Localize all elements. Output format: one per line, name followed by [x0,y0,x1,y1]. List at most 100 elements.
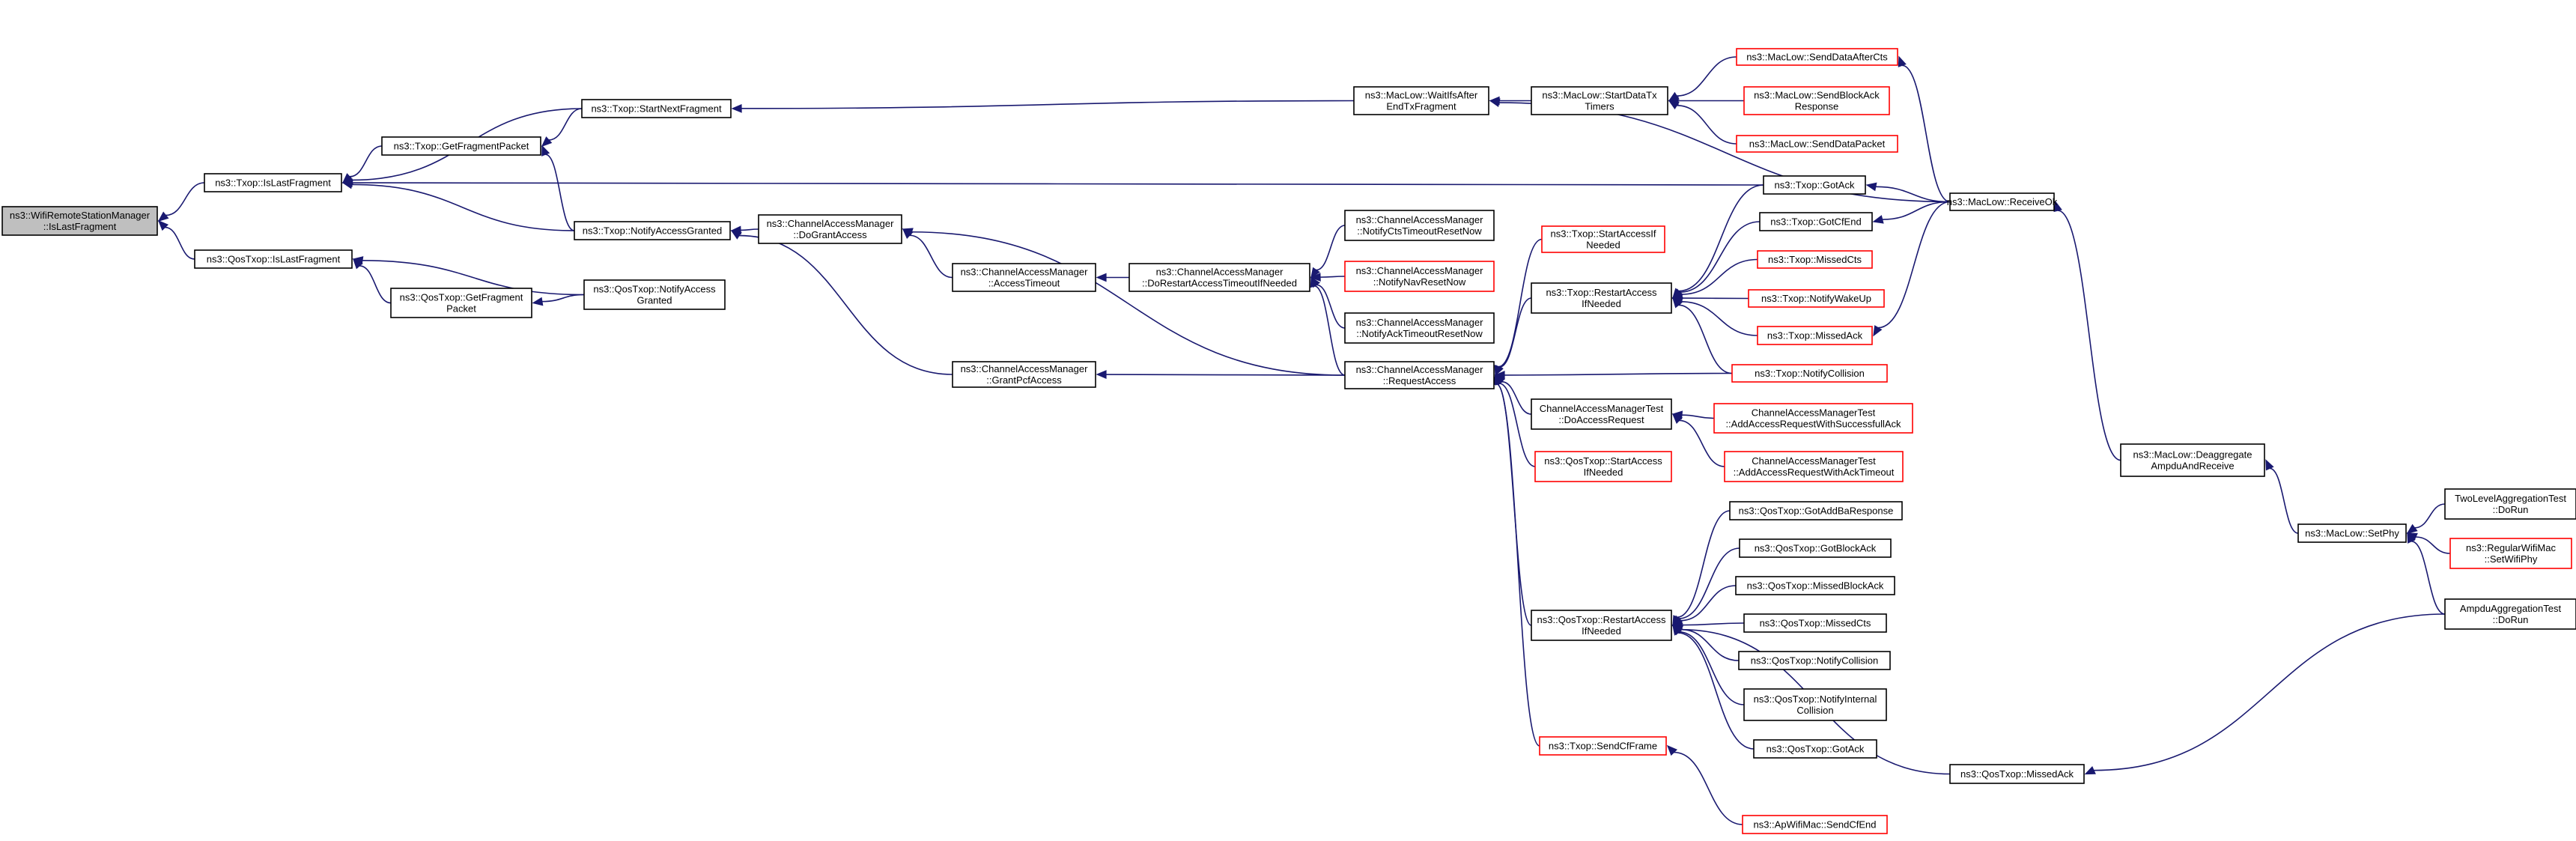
node-box [1736,48,1898,66]
node-label: EndTxFragment [1386,101,1456,112]
node-label: ns3::Txop::RestartAccess [1546,287,1657,298]
arrowhead-icon [1096,273,1107,282]
graph-node-regularwifimac-setwifiphy[interactable]: ns3::RegularWifiMac::SetWifiPhy [2449,538,2572,569]
arrowhead-icon [1495,365,1504,377]
graph-node-qos-gotaddba[interactable]: ns3::QosTxop::GotAddBaResponse [1729,501,1903,520]
graph-node-camt-doaccess[interactable]: ChannelAccessManagerTest::DoAccessReques… [1531,398,1672,430]
call-edge-line [2269,467,2299,534]
graph-node-startnext[interactable]: ns3::Txop::StartNextFragment [581,99,732,118]
graph-node-cam-notifyack[interactable]: ns3::ChannelAccessManager::NotifyAckTime… [1344,312,1495,344]
call-edge [1872,201,1951,224]
node-box [1735,576,1895,595]
node-label: ns3::QosTxop::RestartAccess [1537,614,1666,625]
node-box [758,214,902,244]
graph-node-maclow-setphy[interactable]: ns3::MacLow::SetPhy [2297,523,2407,543]
graph-node-apwifimac-sendcfend[interactable]: ns3::ApWifiMac::SendCfEnd [1742,815,1888,834]
graph-node-qos-getfrag[interactable]: ns3::QosTxop::GetFragmentPacket [390,288,532,318]
graph-node-maclow-senddatapkt[interactable]: ns3::MacLow::SendDataPacket [1736,135,1898,153]
graph-node-cam-request[interactable]: ns3::ChannelAccessManager::RequestAccess [1344,361,1495,389]
node-label: ns3::Txop::StartAccessIf [1551,228,1656,240]
graph-node-qos-missedblockack[interactable]: ns3::QosTxop::MissedBlockAck [1735,576,1895,595]
node-box [2444,598,2576,630]
node-box [1534,451,1672,482]
graph-node-maclow-senddataafter[interactable]: ns3::MacLow::SendDataAfterCts [1736,48,1898,66]
call-edge [1671,624,1745,705]
call-edge-line [1316,284,1346,329]
graph-node-cam-dorestart[interactable]: ns3::ChannelAccessManager::DoRestartAcce… [1128,263,1310,292]
graph-node-cam-dogrant[interactable]: ns3::ChannelAccessManager::DoGrantAccess [758,214,902,244]
node-label: ns3::Txop::NotifyWakeUp [1761,293,1871,304]
graph-node-qos-missedack[interactable]: ns3::QosTxop::MissedAck [1949,764,2085,784]
node-label: ns3::ChannelAccessManager [1356,214,1483,225]
graph-node-maclow-receiveok[interactable]: ns3::MacLow::ReceiveOk [1947,192,2058,211]
graph-node-txop-sendcfframe[interactable]: ns3::Txop::SendCfFrame [1539,736,1667,756]
node-box [2444,488,2576,520]
arrowhead-icon [1671,413,1683,425]
node-label: ns3::Txop::NotifyAccessGranted [583,225,722,237]
node-label: ns3::QosTxop::MissedBlockAck [1747,580,1884,592]
arrowhead-icon [2084,766,2096,775]
graph-node-twolevel-dorun[interactable]: TwoLevelAggregationTest::DoRun [2444,488,2576,520]
graph-node-getfragpkt[interactable]: ns3::Txop::GetFragmentPacket [381,136,541,156]
call-edge-line [1681,622,1745,626]
node-label: Collision [1796,705,1833,716]
graph-node-camt-addsucc[interactable]: ChannelAccessManagerTest::AddAccessReque… [1713,403,1913,434]
node-label: ns3::Txop::NotifyCollision [1755,368,1865,379]
graph-node-cam-accesstimeout[interactable]: ns3::ChannelAccessManager::AccessTimeout [952,263,1096,292]
graph-node-cam-notifynav[interactable]: ns3::ChannelAccessManager::NotifyNavRese… [1344,261,1495,292]
call-edge [2407,532,2446,615]
node-box [1724,451,1904,482]
node-box [1757,326,1873,345]
nodes-layer: ns3::WifiRemoteStationManager::IsLastFra… [1,48,2576,834]
graph-node-txop-notifycoll[interactable]: ns3::Txop::NotifyCollision [1731,364,1888,383]
graph-node-txop-islast[interactable]: ns3::Txop::IsLastFragment [204,173,342,192]
node-box [1949,192,2055,211]
graph-node-txop-gotcfend[interactable]: ns3::Txop::GotCfEnd [1759,212,1873,231]
graph-node-ampdu-dorun[interactable]: AmpduAggregationTest::DoRun [2444,598,2576,630]
node-box [1742,815,1888,834]
call-edge-line [1319,276,1346,278]
graph-node-qos-notifycoll[interactable]: ns3::QosTxop::NotifyCollision [1738,651,1891,670]
node-label: ns3::QosTxop::IsLastFragment [207,254,341,265]
node-label: ns3::QosTxop::GotBlockAck [1755,543,1877,554]
graph-node-qos-missedcts[interactable]: ns3::QosTxop::MissedCts [1743,613,1887,633]
call-edge [1672,510,1731,627]
graph-node-notifyaccessgranted[interactable]: ns3::Txop::NotifyAccessGranted [574,221,731,240]
call-edge [1310,276,1346,376]
node-label: ::DoRun [2493,504,2529,515]
node-box [1748,289,1885,308]
node-label: ns3::ChannelAccessManager [767,218,894,229]
graph-node-cam-granttpcf[interactable]: ns3::ChannelAccessManager::GrantPcfAcces… [952,361,1096,388]
graph-node-txop-missedack[interactable]: ns3::Txop::MissedAck [1757,326,1873,345]
graph-node-qostxop-islast[interactable]: ns3::QosTxop::IsLastFragment [194,249,353,269]
call-edge-line [1878,201,1951,329]
graph-node-txop-gotack[interactable]: ns3::Txop::GotAck [1763,175,1866,195]
graph-node-qos-gotack[interactable]: ns3::QosTxop::GotAck [1753,739,1877,759]
arrowhead-icon [731,103,742,113]
node-label: ns3::Txop::GotCfEnd [1770,216,1861,228]
graph-node-cam-notifycts[interactable]: ns3::ChannelAccessManager::NotifyCtsTime… [1344,210,1495,241]
node-label: ns3::ChannelAccessManager [1356,265,1483,276]
graph-node-qos-notifyaccess[interactable]: ns3::QosTxop::NotifyAccessGranted [583,279,726,310]
arrowhead-icon [2053,200,2062,213]
graph-node-focus[interactable]: ns3::WifiRemoteStationManager::IsLastFra… [1,206,158,236]
node-label: AmpduAggregationTest [2460,603,2562,614]
call-edge-line [1498,238,1543,368]
node-box [1344,261,1495,292]
graph-node-txop-missedcts[interactable]: ns3::Txop::MissedCts [1757,250,1873,269]
node-box [1353,86,1489,115]
graph-node-txop-notifywake[interactable]: ns3::Txop::NotifyWakeUp [1748,289,1885,308]
graph-node-qos-gotblockack[interactable]: ns3::QosTxop::GotBlockAck [1739,538,1892,558]
node-label: ChannelAccessManagerTest [1752,455,1876,467]
graph-node-camt-addtimeout[interactable]: ChannelAccessManagerTest::AddAccessReque… [1724,451,1904,482]
node-box [1344,210,1495,241]
